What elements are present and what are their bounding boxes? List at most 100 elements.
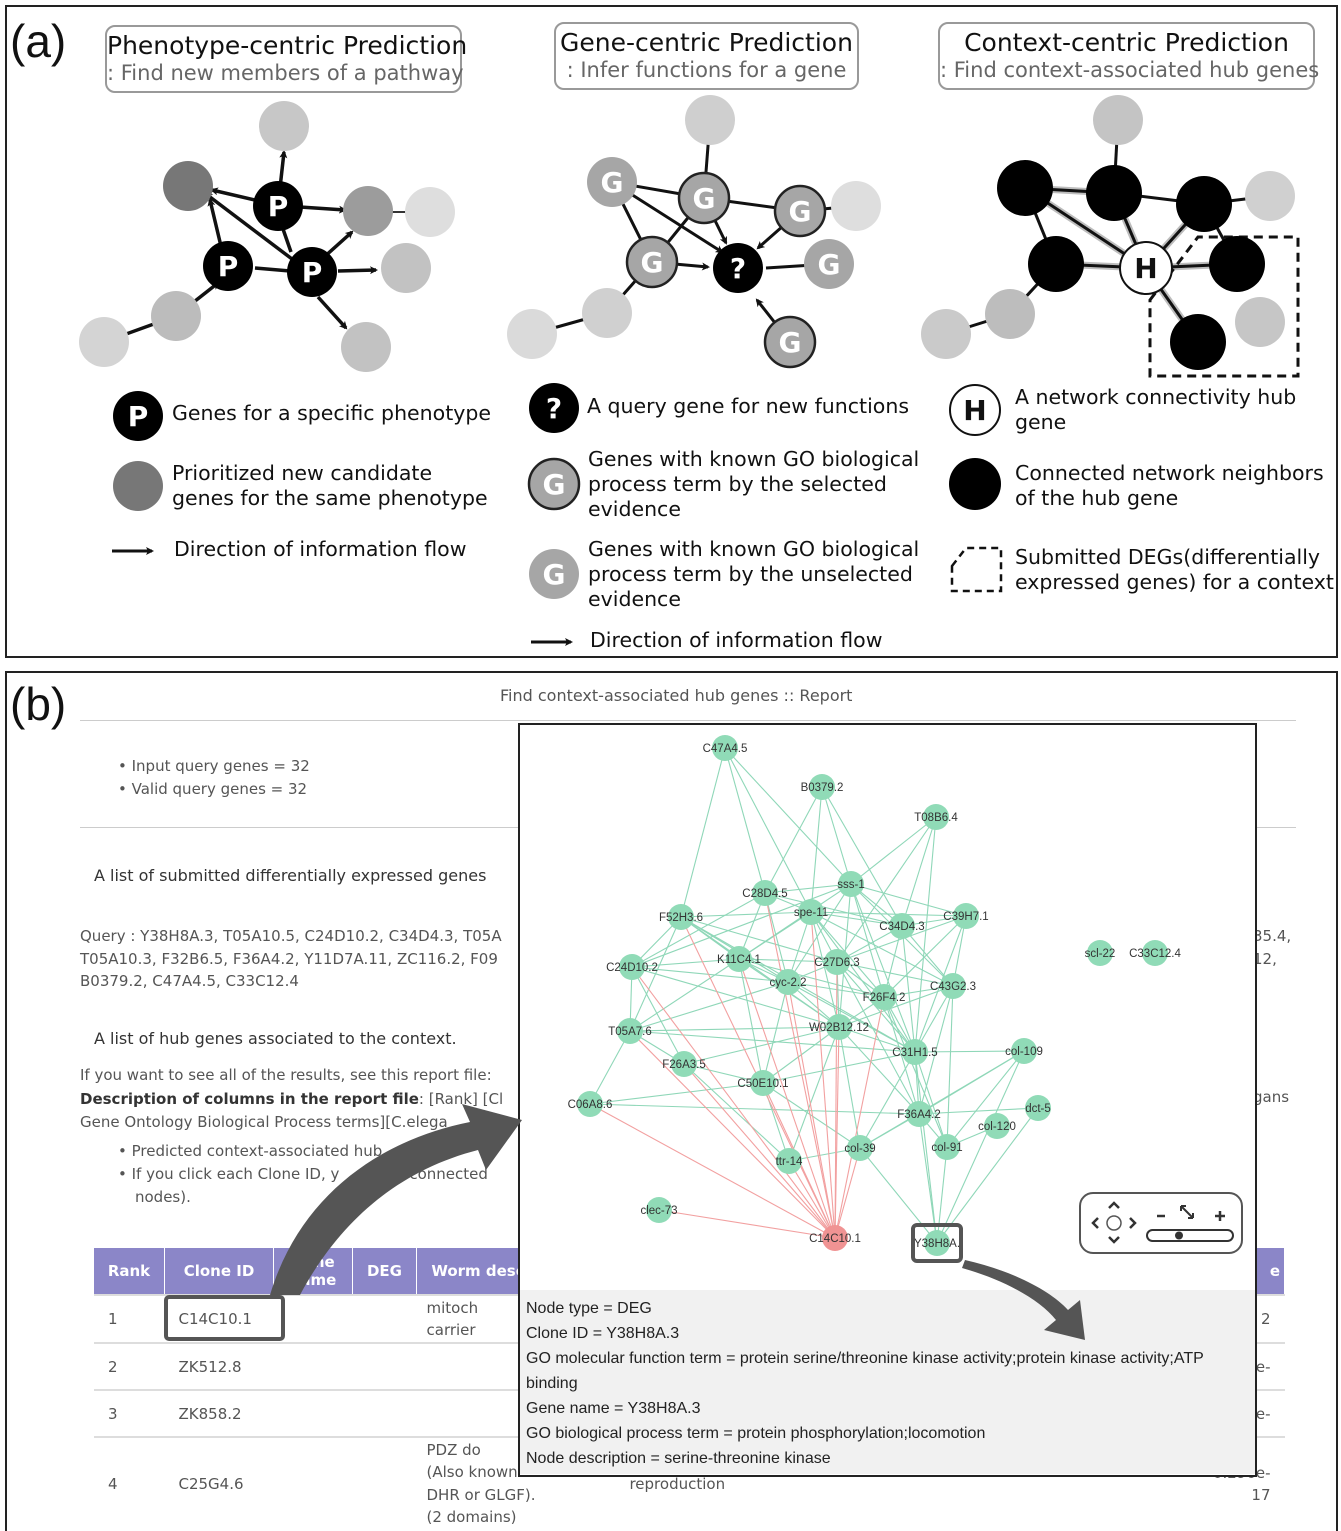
pan-control-icon[interactable] bbox=[1081, 1194, 1241, 1252]
note-text: nodes). bbox=[135, 1188, 191, 1206]
network-node[interactable] bbox=[750, 1070, 776, 1096]
network-node-label: dct-5 bbox=[1025, 1103, 1051, 1115]
col-rank: Rank bbox=[94, 1248, 165, 1295]
description-right: gans bbox=[1253, 1088, 1290, 1106]
network-edge-hub bbox=[631, 966, 836, 1239]
legend-line: of the hub gene bbox=[1015, 486, 1179, 510]
network-node[interactable] bbox=[798, 899, 824, 925]
arrow-to-network bbox=[270, 1104, 522, 1295]
query-line: 12, bbox=[1253, 949, 1277, 968]
network-edge-hub bbox=[658, 1209, 836, 1239]
network-graph: C47A4.5B0379.2T08B6.4sss-1C28D4.5spe-11F… bbox=[568, 735, 1181, 1263]
network-node[interactable] bbox=[619, 954, 645, 980]
network-node[interactable] bbox=[934, 1134, 960, 1160]
network-edge bbox=[764, 883, 852, 894]
clone-id-link[interactable]: ZK512.8 bbox=[164, 1342, 274, 1390]
legend-line: Connected network neighbors bbox=[1015, 461, 1324, 485]
clone-id-link[interactable]: C25G4.6 bbox=[164, 1436, 274, 1529]
network-edge bbox=[946, 1050, 1025, 1148]
network-node[interactable] bbox=[1025, 1095, 1051, 1121]
network-node[interactable] bbox=[889, 913, 915, 939]
query-line: 35.4, bbox=[1253, 927, 1292, 945]
zoom-control[interactable] bbox=[1079, 1192, 1243, 1254]
network-edge bbox=[850, 883, 885, 998]
network-edge-hub bbox=[834, 1026, 840, 1239]
network-node[interactable] bbox=[838, 871, 864, 897]
network-node[interactable] bbox=[668, 904, 694, 930]
header-subtitle: : Find context-associated hub genes bbox=[940, 58, 1320, 82]
g-node-label: G bbox=[641, 246, 664, 279]
legend-line: genes for the same phenotype bbox=[172, 486, 488, 510]
network-edge bbox=[914, 1051, 938, 1244]
network-edge bbox=[836, 915, 967, 963]
network-node-label: col-39 bbox=[844, 1143, 875, 1155]
legend-query-label: ? bbox=[546, 392, 562, 425]
network-node[interactable] bbox=[902, 1039, 928, 1065]
network-node[interactable] bbox=[984, 1113, 1010, 1139]
network-edge-hub bbox=[683, 1063, 836, 1239]
network-edge bbox=[850, 816, 937, 885]
network-node[interactable] bbox=[924, 1230, 950, 1256]
legend-h-label: H bbox=[963, 394, 986, 427]
network-edge-hub bbox=[629, 1030, 836, 1239]
legend-line: evidence bbox=[588, 497, 681, 521]
network-node[interactable] bbox=[953, 903, 979, 929]
network-node[interactable] bbox=[871, 984, 897, 1010]
legend-phenotype-genes: Genes for a specific phenotype bbox=[172, 401, 492, 425]
clone-id-link[interactable]: C14C10.1 bbox=[164, 1294, 274, 1343]
network-node[interactable] bbox=[776, 1148, 802, 1174]
network-edge bbox=[883, 915, 967, 998]
legend-selected-evidence: Genes with known GO biological process t… bbox=[588, 447, 919, 522]
clone-id-link[interactable]: ZK858.2 bbox=[164, 1389, 274, 1437]
network-node[interactable] bbox=[1087, 940, 1113, 966]
network-node[interactable] bbox=[712, 735, 738, 761]
network-node[interactable] bbox=[1142, 940, 1168, 966]
network-node-label: C50E10.1 bbox=[737, 1078, 788, 1090]
legend-line: Genes with known GO biological bbox=[588, 447, 920, 471]
network-node-label: Y38H8A. bbox=[914, 1238, 960, 1250]
network-edge bbox=[764, 786, 823, 894]
network-node[interactable] bbox=[824, 949, 850, 975]
network-node[interactable] bbox=[822, 1225, 848, 1251]
network-edge bbox=[589, 1030, 631, 1105]
network-node-label: C14C10.1 bbox=[809, 1233, 861, 1245]
zoom-slider-thumb[interactable] bbox=[1175, 1231, 1183, 1240]
zoom-slider[interactable] bbox=[1146, 1229, 1234, 1242]
network-node-label: scl-22 bbox=[1085, 948, 1116, 960]
network-node[interactable] bbox=[617, 1018, 643, 1044]
network-edge bbox=[631, 958, 740, 968]
network-node-label: C47A4.5 bbox=[703, 743, 748, 755]
p-node-label: P bbox=[268, 190, 289, 223]
network-node-label: C33C12.4 bbox=[1129, 948, 1181, 960]
network-node[interactable] bbox=[726, 946, 752, 972]
tooltip-go-mf-cont: binding bbox=[526, 1375, 578, 1392]
network-node[interactable] bbox=[906, 1101, 932, 1127]
network-edge bbox=[738, 958, 885, 998]
network-edge bbox=[914, 1050, 1025, 1053]
h-node-label: H bbox=[1134, 252, 1157, 285]
network-node[interactable] bbox=[923, 804, 949, 830]
network-edge bbox=[631, 966, 685, 1065]
network-node[interactable] bbox=[940, 973, 966, 999]
g-node-label: G bbox=[601, 166, 624, 199]
network-edge-hub bbox=[834, 996, 885, 1239]
network-node[interactable] bbox=[775, 969, 801, 995]
network-node[interactable] bbox=[1011, 1038, 1037, 1064]
legend-g-label: G bbox=[543, 468, 566, 501]
network-node[interactable] bbox=[671, 1051, 697, 1077]
network-node[interactable] bbox=[646, 1197, 672, 1223]
network-node[interactable] bbox=[847, 1135, 873, 1161]
network-edge bbox=[836, 816, 937, 963]
network-node[interactable] bbox=[752, 880, 778, 906]
desc-cell: PDZ do(Also known as DHR or GLGF).(2 dom… bbox=[416, 1436, 540, 1529]
network-edge bbox=[946, 985, 954, 1148]
network-edge bbox=[850, 883, 916, 1053]
network-edge bbox=[883, 996, 948, 1148]
network-node[interactable] bbox=[809, 774, 835, 800]
network-edge bbox=[918, 1113, 938, 1244]
network-node[interactable] bbox=[826, 1014, 852, 1040]
network-edge bbox=[683, 1026, 840, 1065]
tooltip-clone-id: Clone ID = Y38H8A.3 bbox=[526, 1325, 680, 1342]
network-edge bbox=[901, 816, 937, 927]
network-node[interactable] bbox=[577, 1091, 603, 1117]
